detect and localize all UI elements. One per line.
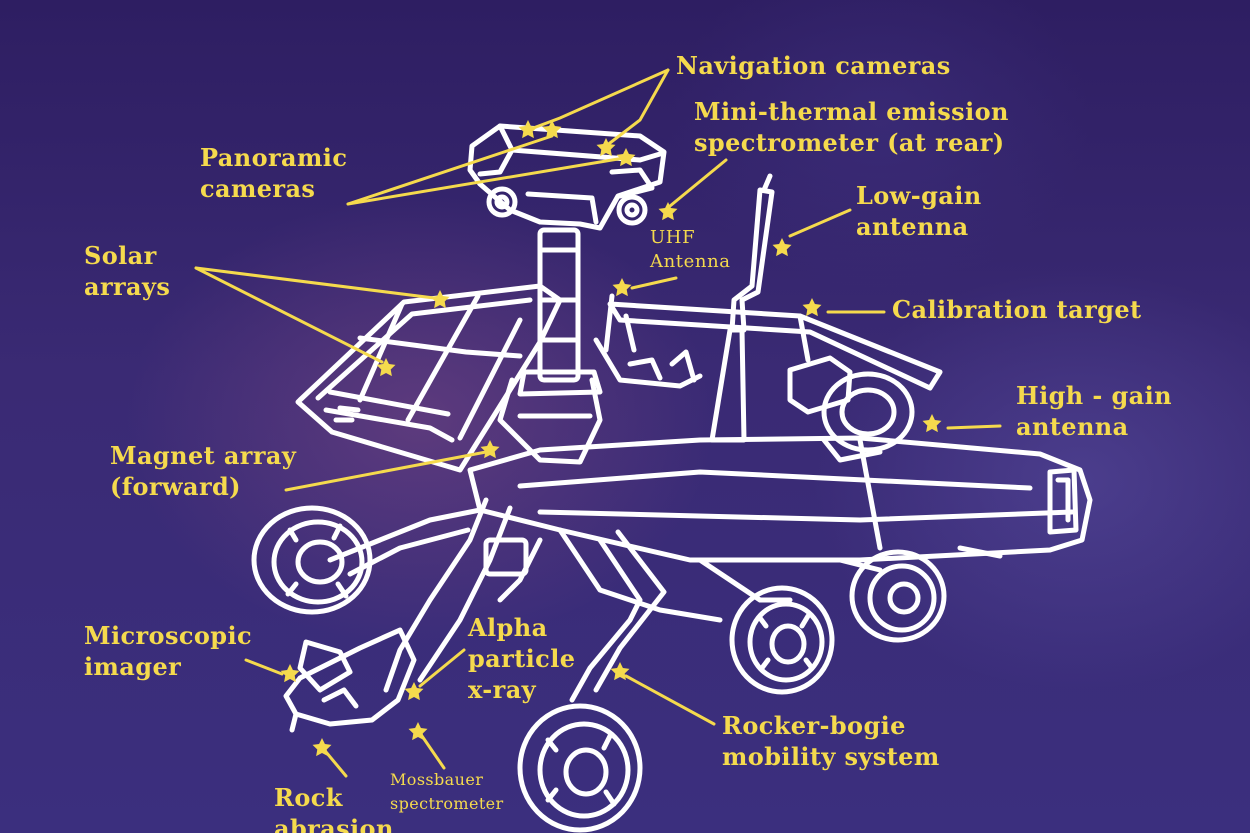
star-icon	[802, 298, 822, 317]
star-icon	[658, 202, 678, 221]
leader-line	[194, 266, 436, 300]
star-icon	[404, 682, 424, 701]
label-panoramic-cameras: Panoramic cameras	[200, 142, 347, 204]
star-icon	[408, 722, 428, 741]
label-low-gain-antenna: Low-gain antenna	[856, 180, 982, 242]
leader-line	[604, 68, 670, 148]
star-icon	[922, 414, 942, 433]
star-icon	[312, 738, 332, 757]
label-line: High - gain	[1016, 381, 1172, 410]
star-icon	[542, 120, 562, 139]
rover-line-art	[254, 126, 1090, 830]
label-line: arrays	[84, 272, 171, 301]
leader-line	[624, 674, 716, 726]
star-icon	[430, 290, 450, 309]
label-line: Microscopic	[84, 621, 252, 650]
wheel	[852, 552, 944, 640]
label-line: cameras	[200, 174, 316, 203]
leader-line	[346, 134, 554, 206]
leader-line	[194, 266, 384, 364]
markers	[280, 120, 942, 757]
leader-line	[346, 156, 626, 206]
label-magnet-array: Magnet array (forward)	[110, 440, 296, 502]
star-icon	[596, 138, 616, 157]
leader-lines	[194, 68, 1002, 778]
label-line: Mossbauer	[390, 770, 484, 789]
rover-body	[470, 438, 1090, 560]
label-uhf-antenna: UHF Antenna	[650, 226, 731, 274]
leader-line	[630, 276, 678, 290]
label-line: abrasion	[274, 814, 394, 833]
camera-lens	[619, 197, 645, 223]
leader-line	[526, 68, 670, 132]
label-line: spectrometer (at rear)	[694, 128, 1005, 157]
wheel	[520, 706, 640, 830]
rocker-bogie-leg	[386, 500, 486, 690]
label-line: Low-gain	[856, 181, 982, 210]
label-line: (forward)	[110, 472, 241, 501]
leader-line	[946, 424, 1002, 430]
label-line: Rocker-bogie	[722, 711, 906, 740]
label-microscopic-imager: Microscopic imager	[84, 620, 252, 682]
instrument-deployment-device	[286, 630, 414, 724]
label-line: Panoramic	[200, 143, 348, 172]
label-alpha-particle-x-ray: Alpha particle x-ray	[468, 612, 575, 705]
label-line: Solar	[84, 241, 157, 270]
label-rock-abrasion: Rock abrasion	[274, 782, 394, 833]
star-icon	[518, 120, 538, 139]
star-icon	[480, 440, 500, 459]
label-line: Alpha	[468, 613, 548, 642]
label-line: mobility system	[722, 742, 940, 771]
label-mini-tes: Mini-thermal emission spectrometer (at r…	[694, 96, 1009, 158]
camera-head	[470, 126, 664, 228]
star-icon	[280, 664, 300, 683]
star-icon	[772, 238, 792, 257]
label-line: particle	[468, 644, 576, 673]
star-icon	[616, 148, 636, 167]
label-high-gain-antenna: High - gain antenna	[1016, 380, 1172, 442]
mast	[540, 230, 578, 380]
star-icon	[376, 358, 396, 377]
label-line: Calibration target	[892, 295, 1142, 324]
wheel	[732, 588, 832, 692]
label-calibration-target: Calibration target	[892, 294, 1142, 325]
label-solar-arrays: Solar arrays	[84, 240, 170, 302]
leader-line	[668, 158, 728, 208]
star-icon	[610, 662, 630, 681]
label-line: spectrometer	[390, 794, 504, 813]
low-gain-antenna-mast	[732, 190, 772, 330]
label-line: imager	[84, 652, 182, 681]
leader-line	[244, 658, 284, 676]
label-line: antenna	[1016, 412, 1129, 441]
label-line: Mini-thermal emission	[694, 97, 1009, 126]
label-line: Magnet array	[110, 441, 297, 470]
star-icon	[612, 278, 632, 297]
leader-line	[420, 734, 446, 770]
wheel	[254, 508, 370, 612]
label-line: antenna	[856, 212, 969, 241]
label-line: Rock	[274, 783, 343, 812]
label-line: Navigation cameras	[676, 51, 951, 80]
label-rocker-bogie: Rocker-bogie mobility system	[722, 710, 940, 772]
label-line: x-ray	[468, 675, 536, 704]
label-line: Antenna	[650, 251, 731, 272]
high-gain-antenna-dish	[824, 374, 912, 450]
label-navigation-cameras: Navigation cameras	[676, 50, 951, 81]
leader-line	[788, 208, 852, 238]
label-line: UHF	[650, 227, 696, 248]
label-mossbauer-spectrometer: Mossbauer spectrometer	[390, 768, 504, 816]
leader-line	[418, 648, 466, 688]
camera-lens	[489, 189, 515, 215]
leader-line	[284, 450, 488, 492]
leader-line	[324, 750, 348, 778]
